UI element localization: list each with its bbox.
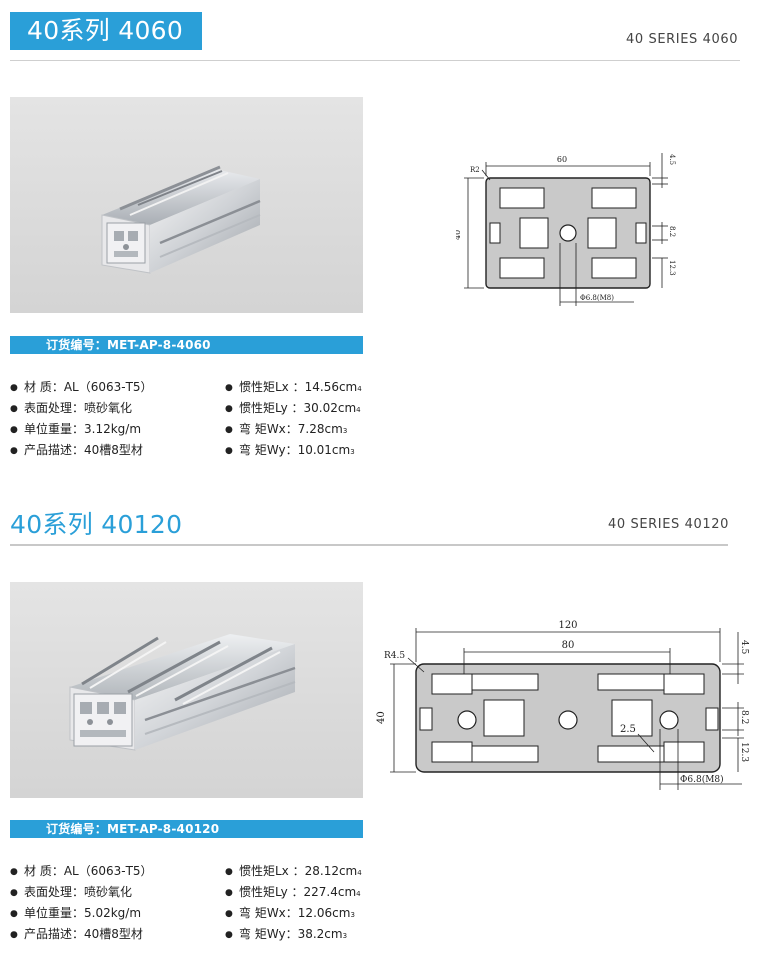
- series-label-40120: 40 SERIES 40120: [608, 517, 729, 532]
- dim-height: 40: [456, 230, 462, 240]
- dim-radius: R4.5: [384, 651, 405, 661]
- section-title-4060: 40系列 4060: [10, 12, 202, 50]
- dim-radius: R2: [470, 166, 480, 174]
- cross-section-drawing-40120: 120 80 R4.5 40 4.5 8.2 12.3 2.5 Φ6.8(M8): [376, 620, 749, 790]
- header-divider: [10, 60, 740, 61]
- dim-width: 60: [557, 155, 567, 164]
- dim-slot-mid: 8.2: [739, 710, 749, 724]
- header-divider-2: [10, 544, 728, 546]
- spec-list-left-40120: ●材 质：AL（6063-T5） ●表面处理：喷砂氧化 ●单位重量：5.02kg…: [10, 864, 153, 941]
- order-number-bar-40120: 订货编号：MET-AP-8-40120: [10, 820, 363, 838]
- dim-width: 120: [558, 620, 577, 631]
- spec-list-left-4060: ●材 质：AL（6063-T5） ●表面处理：喷砂氧化 ●单位重量：3.12kg…: [10, 380, 153, 457]
- series-label-4060: 40 SERIES 4060: [626, 32, 739, 47]
- product-photo-40120: [10, 582, 363, 798]
- order-number-bar-4060: 订货编号：MET-AP-8-4060: [10, 336, 363, 354]
- dim-wall: 2.5: [620, 724, 636, 735]
- dim-slot-bot: 12.3: [739, 742, 749, 762]
- dim-inner-width: 80: [562, 640, 575, 651]
- dim-bore: Φ6.8(M8): [580, 294, 614, 302]
- cross-section-drawing-4060: 60 R2 40 4.5 8.2 12.3 Φ6.8(M8): [456, 153, 676, 306]
- dim-bore: Φ6.8(M8): [680, 774, 724, 785]
- dim-height: 40: [376, 711, 387, 724]
- dim-slot-top: 4.5: [739, 640, 749, 655]
- dim-slot-mid: 8.2: [668, 226, 676, 237]
- dim-slot-top: 4.5: [668, 154, 676, 165]
- section-title-40120: 40系列 40120: [10, 510, 183, 539]
- dim-slot-bot: 12.3: [668, 260, 676, 276]
- product-photo-4060: [10, 97, 363, 313]
